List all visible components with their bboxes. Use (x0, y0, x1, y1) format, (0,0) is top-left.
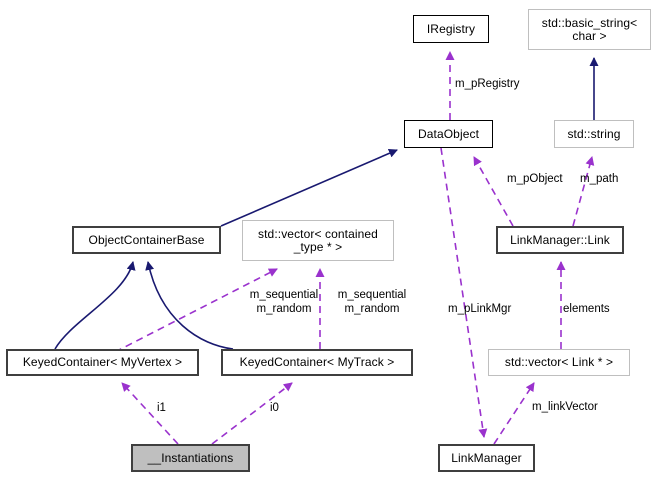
edge-objectcontainerbase-to-dataobject (220, 149, 398, 227)
node-linkmanager[interactable]: LinkManager (438, 444, 535, 472)
node-keyedcontainer-mytrack[interactable]: KeyedContainer< MyTrack > (221, 349, 413, 376)
edge-label-m-pobject: m_pObject (507, 173, 563, 185)
node-objectcontainerbase[interactable]: ObjectContainerBase (72, 226, 221, 254)
node-std-vector-contained-type[interactable]: std::vector< contained _type * > (242, 220, 394, 261)
edge-label-m-pregistry: m_pRegistry (455, 78, 520, 90)
node-std-vector-link-ptr[interactable]: std::vector< Link * > (488, 349, 630, 376)
edge-label-m-sequential-m-random-left: m_sequential m_random (249, 289, 319, 315)
edge-label-m-linkvector: m_linkVector (532, 401, 598, 413)
edge-instantiations-to-kcmyvertex (121, 382, 179, 445)
edge-kcmytrack-to-objectcontainerbase (145, 261, 234, 350)
edge-label-m-sequential-m-random-right: m_sequential m_random (337, 289, 407, 315)
node-keyedcontainer-myvertex[interactable]: KeyedContainer< MyVertex > (6, 349, 199, 376)
node-iregistry[interactable]: IRegistry (413, 15, 489, 43)
node-dataobject[interactable]: DataObject (404, 120, 493, 148)
node-linkmanager-link[interactable]: LinkManager::Link (496, 226, 624, 254)
edge-dataobject-to-linkmanager (440, 147, 488, 438)
edge-label-i1: i1 (157, 402, 166, 414)
edge-link-to-stdstring (572, 156, 595, 227)
node-std-basic-string[interactable]: std::basic_string< char > (528, 9, 651, 50)
edge-link-to-dataobject (473, 156, 514, 227)
edge-label-m-plinkmgr: m_pLinkMgr (448, 303, 512, 315)
edge-kcmyvertex-to-objectcontainerbase (54, 261, 136, 350)
edge-instantiations-to-kcmytrack (211, 382, 293, 445)
edge-label-m-path: m_path (580, 173, 619, 185)
edge-linkmanager-to-veclink (493, 382, 535, 445)
node-std-string[interactable]: std::string (554, 120, 634, 148)
node-instantiations[interactable]: __Instantiations (131, 444, 250, 472)
edge-label-elements: elements (563, 303, 610, 315)
edge-label-i0: i0 (270, 402, 279, 414)
